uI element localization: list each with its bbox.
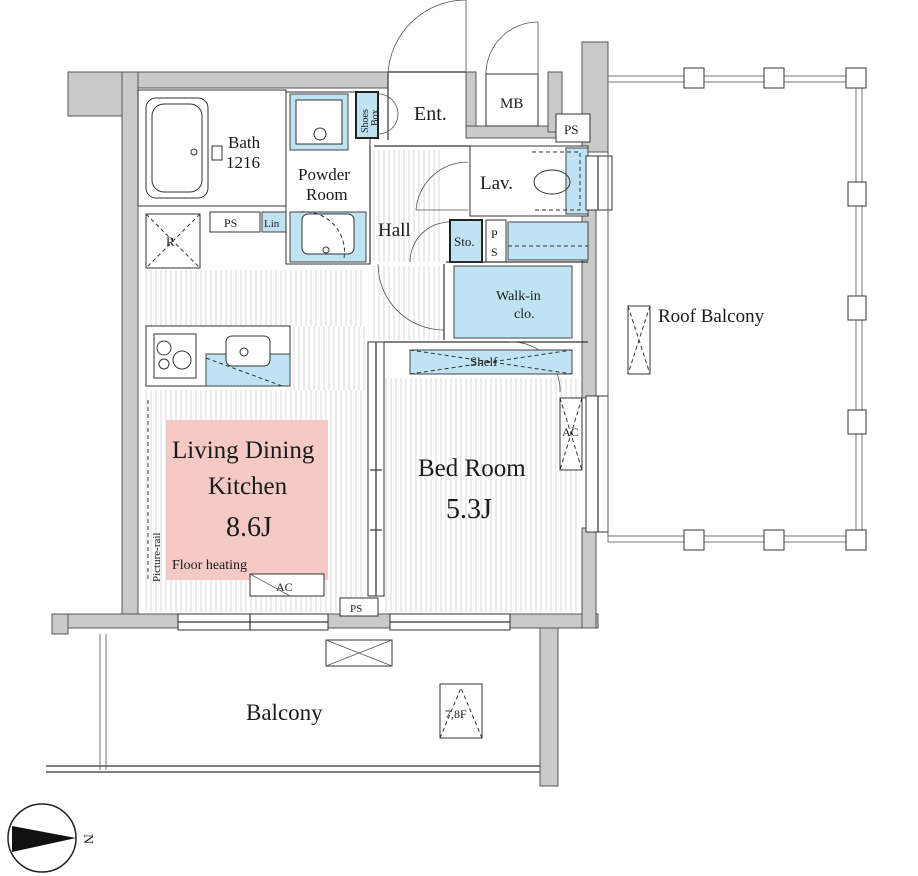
powder-room-label-1: Powder bbox=[298, 165, 350, 184]
compass-icon bbox=[7, 803, 77, 873]
hall-label: Hall bbox=[378, 220, 411, 241]
lav-label: Lav. bbox=[480, 173, 513, 194]
bedroom-size-label: 5.3J bbox=[446, 494, 492, 525]
ldk-area bbox=[145, 211, 365, 631]
ps-top-label: PS bbox=[564, 122, 578, 137]
storage-area bbox=[384, 219, 589, 393]
bath-label: Bath bbox=[228, 133, 261, 152]
ldk-highlight bbox=[166, 420, 328, 580]
lin-label: Lin bbox=[264, 218, 280, 230]
shelf-label: Shelf bbox=[470, 354, 498, 369]
roof-balcony-area bbox=[607, 67, 867, 551]
bath-area bbox=[137, 89, 287, 207]
ldk-label-2: Kitchen bbox=[208, 473, 288, 500]
floor-note-label: 7,8F bbox=[445, 707, 467, 721]
ps-vertical-label-1: P bbox=[491, 227, 498, 241]
hall-area bbox=[369, 145, 470, 340]
walkin-label-1: Walk-in bbox=[496, 289, 541, 304]
mb-label: MB bbox=[500, 96, 523, 112]
balcony-label: Balcony bbox=[246, 700, 323, 725]
r-mark-label: R bbox=[166, 234, 175, 249]
bath-size-label: 1216 bbox=[226, 153, 260, 172]
floor-heating-label: Floor heating bbox=[172, 558, 247, 573]
bedroom-area bbox=[339, 341, 609, 631]
ldk-label-1: Living Dining bbox=[172, 437, 315, 464]
shelf bbox=[409, 349, 573, 375]
entrance-label: Ent. bbox=[414, 103, 447, 125]
ac-ldk-label: AC bbox=[276, 580, 293, 594]
walkin-label-2: clo. bbox=[514, 307, 535, 322]
sto-label: Sto. bbox=[454, 234, 475, 249]
powder-room-label-2: Room bbox=[306, 185, 348, 204]
ldk-size-label: 8.6J bbox=[226, 512, 272, 543]
balcony-area bbox=[46, 634, 540, 773]
shoes-box-label-2: Box bbox=[370, 109, 381, 126]
shoes-box-label-1: Shoes bbox=[360, 109, 371, 133]
ps-left-label: PS bbox=[224, 216, 237, 230]
entrance-area bbox=[355, 0, 591, 143]
ac-right-label: AC bbox=[562, 425, 579, 439]
ps-bottom-label: PS bbox=[350, 603, 362, 615]
picture-rail-label: Picture-rail bbox=[151, 533, 163, 582]
bedroom-label: Bed Room bbox=[418, 455, 526, 482]
ps-vertical-label-2: S bbox=[491, 245, 498, 259]
roof-balcony-label: Roof Balcony bbox=[658, 306, 765, 327]
lav-area bbox=[469, 145, 613, 217]
compass-north-label: N bbox=[80, 834, 95, 844]
